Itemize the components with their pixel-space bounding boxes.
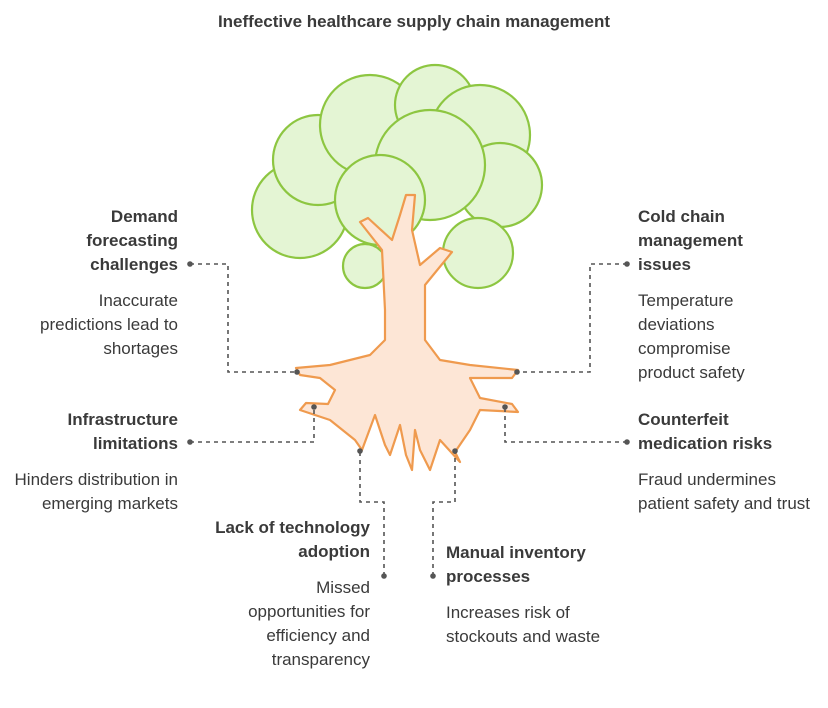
branch-demand: Demand forecasting challenges Inaccurate…	[20, 205, 178, 361]
branch-coldchain-heading: Cold chain management issues	[638, 207, 743, 274]
branch-coldchain-description: Temperature deviations compromise produc…	[638, 291, 745, 382]
branch-infrastructure: Infrastructure limitations Hinders distr…	[10, 408, 178, 516]
branch-technology-description: Missed opportunities for efficiency and …	[248, 578, 370, 669]
connector-dots	[187, 261, 630, 579]
connector-infrastructure	[190, 407, 315, 443]
branch-demand-description: Inaccurate predictions lead to shortages	[40, 291, 178, 358]
branch-inventory-description: Increases risk of stockouts and waste	[446, 603, 601, 646]
branch-counterfeit-description: Fraud undermines patient safety and trus…	[638, 470, 810, 513]
branch-demand-heading: Demand forecasting challenges	[86, 207, 178, 274]
branch-technology-heading: Lack of technology adoption	[215, 518, 370, 561]
branch-counterfeit: Counterfeit medication risks Fraud under…	[638, 408, 813, 516]
connector-demand	[190, 263, 297, 373]
branch-inventory: Manual inventory processes Increases ris…	[446, 541, 621, 649]
connector-coldchain	[517, 263, 627, 373]
connector-counterfeit	[504, 407, 627, 443]
tree-foliage	[250, 63, 544, 290]
branch-counterfeit-heading: Counterfeit medication risks	[638, 410, 773, 453]
branch-technology: Lack of technology adoption Missed oppor…	[215, 516, 370, 672]
connector-inventory	[432, 451, 456, 576]
diagram-title: Ineffective healthcare supply chain mana…	[217, 12, 611, 31]
connectors	[190, 263, 627, 576]
branch-coldchain: Cold chain management issues Temperature…	[638, 205, 788, 385]
branch-infrastructure-description: Hinders distribution in emerging markets	[14, 470, 178, 513]
tree-trunk	[294, 193, 520, 472]
branch-infrastructure-heading: Infrastructure limitations	[67, 410, 178, 453]
connector-technology	[359, 451, 385, 576]
branch-inventory-heading: Manual inventory processes	[446, 543, 586, 586]
